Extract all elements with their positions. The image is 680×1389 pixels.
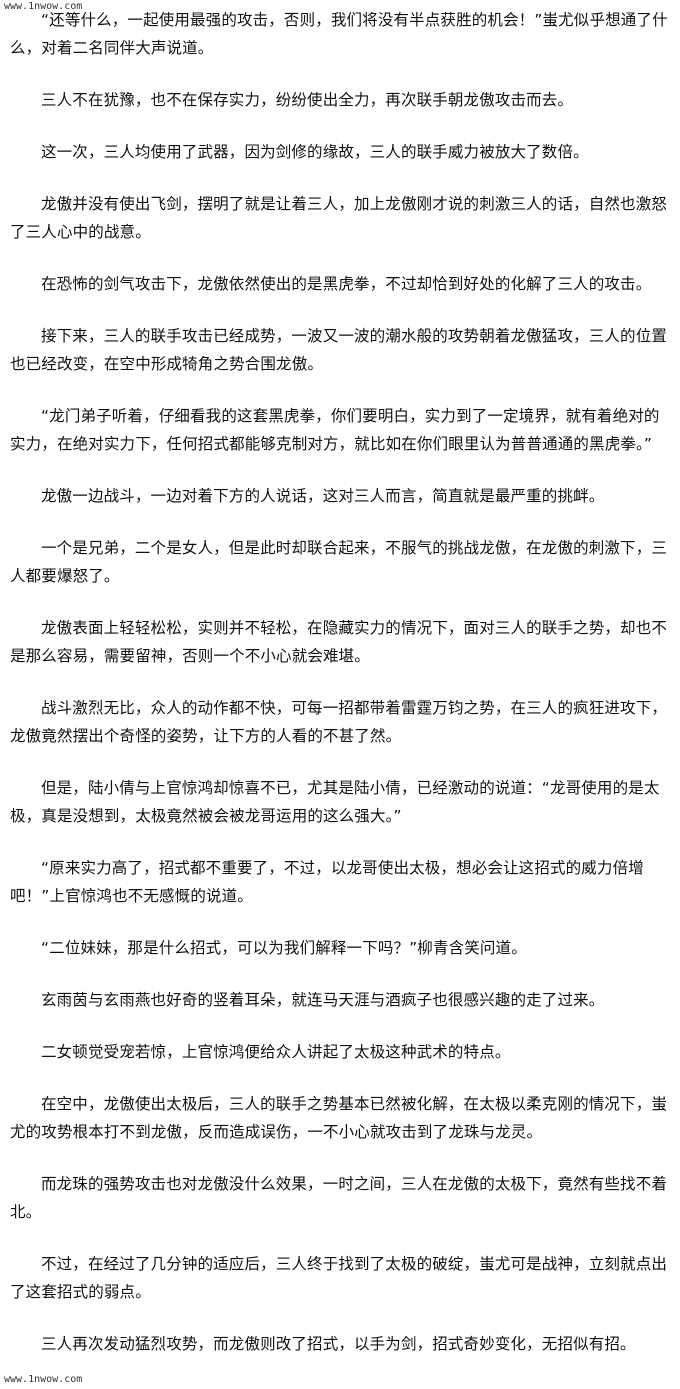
paragraph: 二女顿觉受宠若惊，上官惊鸿便给众人讲起了太极这种武术的特点。 — [41, 1043, 511, 1061]
paragraph: 三人不在犹豫，也不在保存实力，纷纷使出全力，再次联手朝龙傲攻击而去。 — [41, 91, 574, 109]
article-body: “还等什么，一起使用最强的攻击，否则，我们将没有半点获胜的机会！”蚩尤似乎想通了… — [10, 6, 673, 1382]
paragraph: 玄雨茵与玄雨燕也好奇的竖着耳朵，就连马天涯与酒疯子也很感兴趣的走了过来。 — [41, 991, 605, 1009]
paragraph: 战斗激烈无比，众人的动作都不快，可每一招都带着雷霆万钧之势，在三人的疯狂进攻下，… — [10, 699, 668, 745]
paragraph: 这一次，三人均使用了武器，因为剑修的缘故，三人的联手威力被放大了数倍。 — [41, 143, 589, 161]
paragraph: 龙傲一边战斗，一边对着下方的人说话，这对三人而言，简直就是最严重的挑衅。 — [41, 487, 605, 505]
paragraph: “龙门弟子听着，仔细看我的这套黑虎拳，你们要明白，实力到了一定境界，就有着绝对的… — [10, 407, 660, 453]
paragraph: 不过，在经过了几分钟的适应后，三人终于找到了太极的破绽，蚩尤可是战神，立刻就点出… — [10, 1255, 668, 1301]
paragraph: 在恐怖的剑气攻击下，龙傲依然使出的是黑虎拳，不过却恰到好处的化解了三人的攻击。 — [41, 275, 652, 293]
paragraph: 在空中，龙傲使出太极后，三人的联手之势基本已然被化解，在太极以柔克刚的情况下，蚩… — [10, 1095, 668, 1141]
paragraph: 而龙珠的强势攻击也对龙傲没什么效果，一时之间，三人在龙傲的太极下，竟然有些找不着… — [10, 1175, 668, 1221]
paragraph: 接下来，三人的联手攻击已经成势，一波又一波的潮水般的攻势朝着龙傲猛攻，三人的位置… — [10, 327, 668, 373]
paragraph: “原来实力高了，招式都不重要了，不过，以龙哥使出太极，想必会让这招式的威力倍增吧… — [10, 859, 644, 905]
paragraph: 一个是兄弟，二个是女人，但是此时却联合起来，不服气的挑战龙傲，在龙傲的刺激下，三… — [10, 539, 668, 585]
paragraph: 三人再次发动猛烈攻势，而龙傲则改了招式，以手为剑，招式奇妙变化，无招似有招。 — [41, 1335, 636, 1353]
watermark-url-bottom: www.1nwow.com — [4, 1374, 83, 1385]
paragraph: 龙傲表面上轻轻松松，实则并不轻松，在隐藏实力的情况下，面对三人的联手之势，却也不… — [10, 619, 668, 665]
paragraph: 但是，陆小倩与上官惊鸿却惊喜不已，尤其是陆小倩，已经激动的说道：“龙哥使用的是太… — [10, 779, 660, 825]
paragraph: “还等什么，一起使用最强的攻击，否则，我们将没有半点获胜的机会！”蚩尤似乎想通了… — [10, 11, 668, 57]
paragraph: “二位妹妹，那是什么招式，可以为我们解释一下吗？”柳青含笑问道。 — [41, 939, 527, 957]
watermark-url-top: www.1nwow.com — [4, 1, 83, 12]
paragraph: 龙傲并没有使出飞剑，摆明了就是让着三人，加上龙傲刚才说的刺激三人的话，自然也激怒… — [10, 195, 668, 241]
